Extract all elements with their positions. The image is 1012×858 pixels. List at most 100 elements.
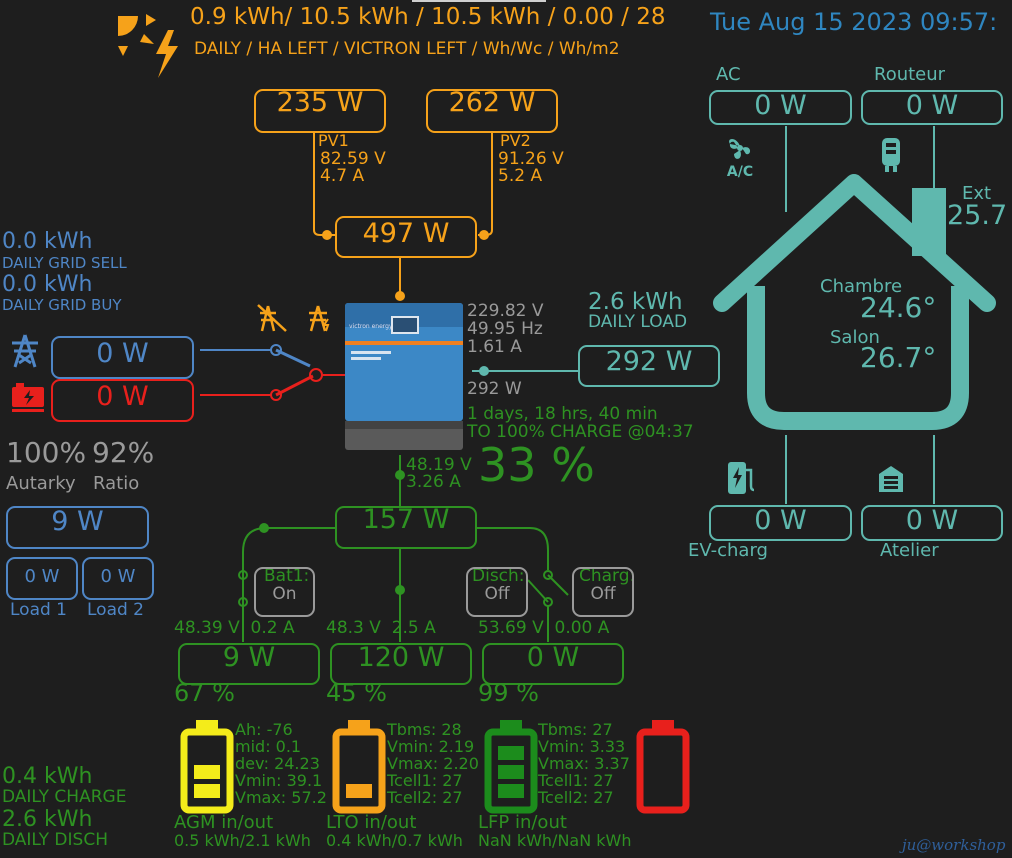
load-power-box[interactable]: 292 W xyxy=(578,345,720,387)
salon-temperature: 26.7° xyxy=(860,342,936,374)
daily-summary: 0.9 kWh/ 10.5 kWh / 10.5 kWh / 0.00 / 28 xyxy=(190,4,666,30)
pv-total-box[interactable]: 497 W xyxy=(335,216,477,258)
dc-load-box[interactable]: 9 W xyxy=(6,506,149,549)
generator-icon xyxy=(10,381,46,413)
battery-1-voltage-current: 48.3 V 2.5 A xyxy=(326,618,436,638)
pv2-label: PV2 xyxy=(500,131,531,150)
battery-0-soc: 67 % xyxy=(174,679,235,707)
solar-sun-icon xyxy=(112,10,184,82)
dc-load-power: 9 W xyxy=(51,506,103,537)
battery-2-details: Tbms: 27Vmin: 3.33Vmax: 3.37Tcell1: 27Tc… xyxy=(538,721,630,806)
autarky-label: Autarky xyxy=(6,473,76,494)
autarky-value: 100% xyxy=(6,436,86,470)
grid-power: 0 W xyxy=(96,338,148,369)
atelier-label: Atelier xyxy=(880,540,939,561)
battery-0-voltage-current: 48.39 V 0.2 A xyxy=(174,618,295,638)
garage-icon xyxy=(876,464,906,494)
ext-temperature: 25.7 xyxy=(947,200,1007,232)
load-power: 292 W xyxy=(606,346,693,377)
ev-label: EV-charg xyxy=(688,540,768,561)
load2-label: Load 2 xyxy=(87,600,144,620)
routeur-power-box[interactable]: 0 W xyxy=(861,90,1003,125)
load1-power: 0 W xyxy=(25,566,60,587)
battery-0-details: Ah: -76mid: 0.1dev: 24.23Vmin: 39.1Vmax:… xyxy=(235,721,327,806)
ac-label: AC xyxy=(716,64,741,85)
pv2-power: 262 W xyxy=(449,87,536,118)
atelier-power-box[interactable]: 0 W xyxy=(861,505,1003,541)
battery-2-soc: 99 % xyxy=(478,679,539,707)
ev-power: 0 W xyxy=(754,505,806,536)
grid-sell-value: 0.0 kWh xyxy=(2,230,92,254)
pv-total-power: 497 W xyxy=(363,218,450,249)
top-divider xyxy=(412,0,546,2)
battery-1-name: LTO in/out xyxy=(326,813,416,833)
signature: ju@workshop xyxy=(902,836,1005,854)
daily-disch-value: 2.6 kWh xyxy=(2,808,92,832)
pv2-current: 5.2 A xyxy=(498,168,542,185)
load2-power: 0 W xyxy=(101,566,136,587)
inverter-output: 292 W xyxy=(467,380,522,398)
battery-2-name: LFP in/out xyxy=(478,813,567,833)
battery-1-energy: 0.4 kWh/0.7 kWh xyxy=(326,832,463,850)
grid-sell-label: DAILY GRID SELL xyxy=(2,254,127,272)
ratio-value: 92% xyxy=(92,436,154,470)
ev-power-box[interactable]: 0 W xyxy=(709,505,852,541)
load1-label: Load 1 xyxy=(10,600,67,620)
battery-1-power: 120 W xyxy=(358,642,445,673)
battery-1-details: Tbms: 28Vmin: 2.19Vmax: 2.20Tcell1: 27Tc… xyxy=(387,721,479,806)
charg-state: Off xyxy=(590,584,615,604)
routeur-power: 0 W xyxy=(906,90,958,121)
ac-power: 0 W xyxy=(754,90,806,121)
empty-battery-icon xyxy=(636,718,690,814)
inverter-brand: victron energy xyxy=(349,323,393,330)
pv1-current: 4.7 A xyxy=(320,168,364,185)
pv2-power-box[interactable]: 262 W xyxy=(426,89,558,133)
grid-buy-label: DAILY GRID BUY xyxy=(2,296,122,314)
battery-soc: 33 % xyxy=(478,440,595,490)
daily-load-label: DAILY LOAD xyxy=(588,312,687,332)
grid-power-box[interactable]: 0 W xyxy=(51,336,194,379)
charg-switch[interactable]: Off xyxy=(572,567,634,617)
inverter-device[interactable]: victron energy xyxy=(345,303,463,450)
disch-state: Off xyxy=(484,584,509,604)
ac-frequency: 49.95 Hz xyxy=(467,321,543,338)
daily-charge-value: 0.4 kWh xyxy=(2,765,92,789)
battery-1-soc: 45 % xyxy=(326,679,387,707)
generator-power-box[interactable]: 0 W xyxy=(51,379,194,422)
grid-pylon-icon xyxy=(10,333,40,369)
ev-charger-icon xyxy=(725,460,757,496)
ac-voltage: 229.82 V xyxy=(467,303,544,320)
bat1-state: On xyxy=(272,584,296,604)
pv1-label: PV1 xyxy=(318,131,349,150)
daily-charge-label: DAILY CHARGE xyxy=(2,788,126,806)
battery-2-energy: NaN kWh/NaN kWh xyxy=(478,832,632,850)
grid-disconnected-icon xyxy=(256,303,288,333)
lto-battery-icon xyxy=(332,718,386,814)
ratio-label: Ratio xyxy=(93,473,139,494)
bat1-switch[interactable]: On xyxy=(254,567,315,617)
chambre-temperature: 24.6° xyxy=(860,292,936,324)
battery-0-power: 9 W xyxy=(223,642,275,673)
pv1-power-box[interactable]: 235 W xyxy=(254,89,386,133)
battery-2-power: 0 W xyxy=(527,642,579,673)
load1-box[interactable]: 0 W xyxy=(6,557,78,600)
dc-current: 3.26 A xyxy=(406,474,461,491)
date-time: Tue Aug 15 2023 09:57: xyxy=(710,8,997,36)
summary-legend: DAILY / HA LEFT / VICTRON LEFT / Wh/Wc /… xyxy=(194,39,620,59)
dc-bus-box[interactable]: 157 W xyxy=(335,506,477,549)
battery-time-left: 1 days, 18 hrs, 40 min xyxy=(467,405,658,423)
daily-disch-label: DAILY DISCH xyxy=(2,831,108,849)
ac-current: 1.61 A xyxy=(467,339,522,356)
generator-power: 0 W xyxy=(96,381,148,412)
load2-box[interactable]: 0 W xyxy=(82,557,154,600)
battery-0-name: AGM in/out xyxy=(174,813,273,833)
grid-buy-value: 0.0 kWh xyxy=(2,273,92,297)
lfp-battery-icon xyxy=(484,718,538,814)
battery-0-energy: 0.5 kWh/2.1 kWh xyxy=(174,832,311,850)
atelier-power: 0 W xyxy=(906,505,958,536)
disch-switch[interactable]: Off xyxy=(466,567,528,617)
pv1-power: 235 W xyxy=(277,87,364,118)
dc-bus-power: 157 W xyxy=(363,504,450,535)
routeur-label: Routeur xyxy=(874,64,945,85)
ac-power-box[interactable]: 0 W xyxy=(709,90,852,125)
